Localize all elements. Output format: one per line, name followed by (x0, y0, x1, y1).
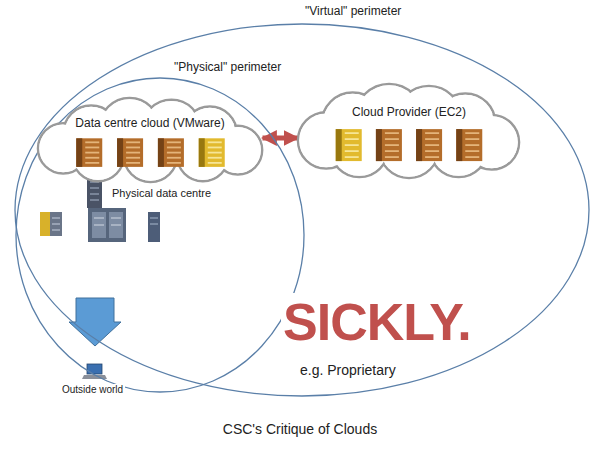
server-icon (198, 138, 224, 167)
perimeter-ellipse (16, 78, 304, 392)
cloud-label: Cloud Provider (EC2) (352, 105, 466, 119)
server-icon (456, 129, 482, 161)
server-icon (148, 212, 160, 242)
cloud-fill (299, 85, 517, 176)
server-icon (336, 129, 362, 161)
cloud-shape (298, 84, 520, 178)
server-icon (157, 138, 183, 167)
cloud-outline (298, 84, 519, 178)
server-icon (40, 212, 50, 236)
server-icon (50, 212, 62, 236)
physical-datacentre-label: Physical data centre (112, 187, 211, 200)
cloud-shape (38, 98, 263, 182)
figure-caption: CSC's Critique of Clouds (0, 421, 600, 437)
data-transfer-arrow (262, 136, 298, 141)
vmware-cloud: Data centre cloud (VMware) (38, 98, 263, 182)
server-icon (117, 138, 143, 167)
cloud-fill (39, 99, 261, 180)
outside-world-label: Outside world (60, 384, 125, 396)
laptop-icon (82, 364, 107, 379)
perimeter-label: "Physical" perimeter (174, 60, 281, 74)
server-icon (376, 129, 402, 161)
perimeter-ellipse (15, 24, 589, 396)
ec2-cloud: Cloud Provider (EC2) (298, 84, 520, 178)
verdict-label: SICKLY. (281, 293, 473, 353)
physical-perimeter: Data centre cloud (VMware) "Physical" per… (14, 58, 306, 394)
server-rack (88, 208, 126, 242)
cloud-label: Data centre cloud (VMware) (75, 116, 224, 130)
perimeter-label: "Virtual" perimeter (305, 4, 401, 18)
physical-servers (40, 176, 160, 242)
example-note: e.g. Proprietary (298, 362, 398, 378)
cloud-outline (38, 98, 262, 182)
server-icon (76, 138, 102, 167)
server-icon (416, 129, 442, 161)
